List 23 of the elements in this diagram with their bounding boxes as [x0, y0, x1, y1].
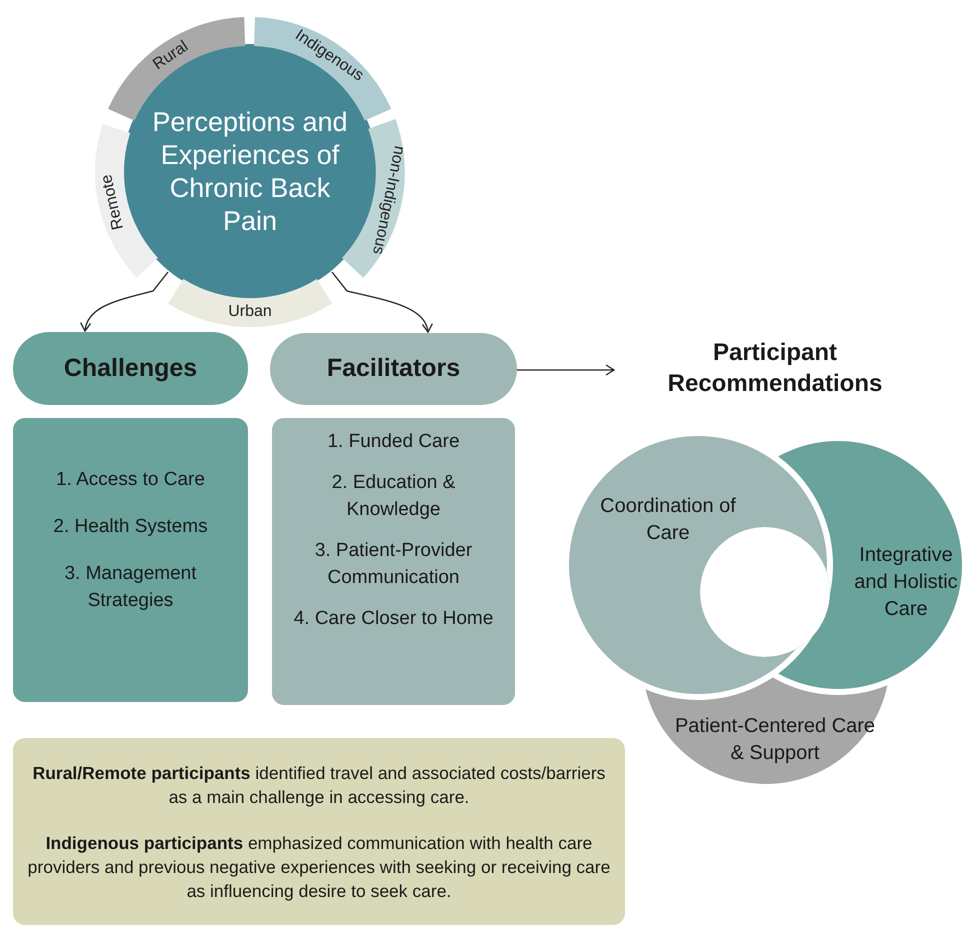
list-item: 2. Health Systems: [52, 515, 209, 539]
list-item: 3. Patient-Provider Communication: [314, 539, 474, 590]
arrow: [80, 272, 169, 332]
section-heading: Participant Recommendations: [666, 338, 884, 398]
segment-label: Remote: [98, 173, 127, 232]
list-item: 3. Management Strategies: [63, 562, 198, 613]
list-item: 1. Funded Care: [326, 430, 461, 454]
list-item: 4. Care Closer to Home: [294, 607, 494, 631]
heading-text: Challenges: [64, 352, 198, 384]
arrow: [517, 364, 615, 376]
arrow: [331, 272, 432, 333]
recommendation-text: Integrative and Holistic Care: [853, 543, 959, 622]
note-paragraph: Rural/Remote participants identified travel and associated costs/barriers as a main challenge in accessing care.: [32, 762, 606, 808]
segment-label: Urban: [228, 304, 272, 320]
note-paragraph: Indigenous participants emphasized communication with health care providers and previous negative experiences with seeking or receiving care as influencing desire to seek care.: [26, 832, 612, 902]
list-item: 2. Education & Knowledge: [330, 471, 456, 522]
note-box: [13, 738, 625, 925]
list-panel: [272, 418, 515, 705]
list-item: 1. Access to Care: [55, 468, 206, 492]
list-panel: [13, 418, 248, 702]
heading-text: Facilitators: [326, 353, 460, 384]
recommendation-text: Coordination of Care: [599, 494, 737, 546]
central-title: Perceptions and Experiences of Chronic Back Pain: [151, 106, 349, 238]
